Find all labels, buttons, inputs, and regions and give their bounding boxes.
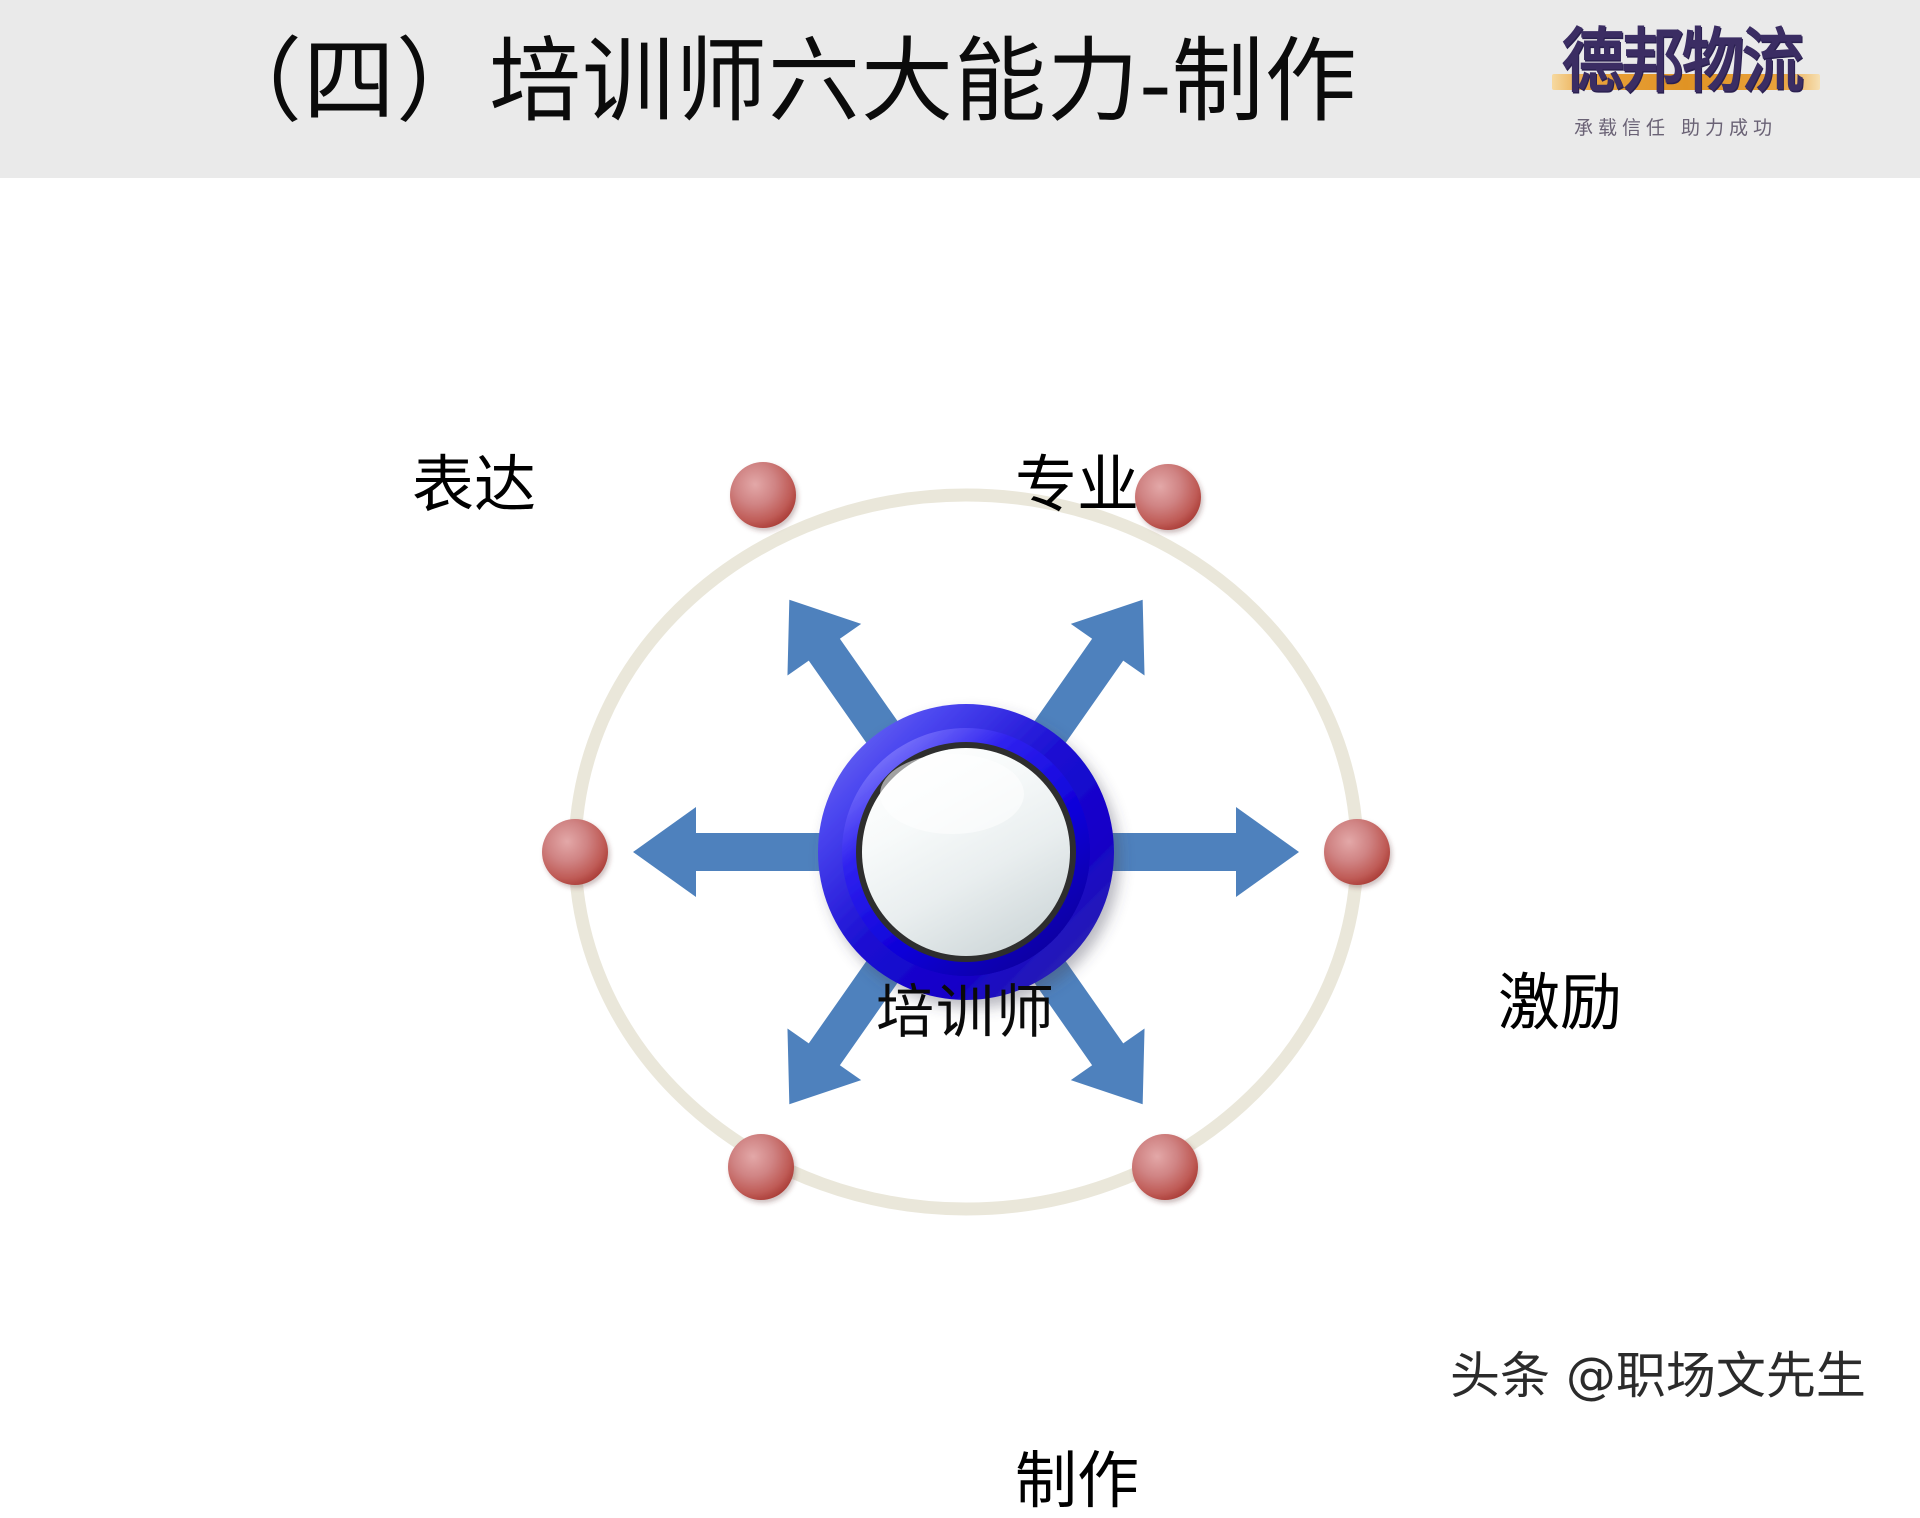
spoke-node-upper-right (1135, 464, 1201, 530)
hub-gloss (880, 754, 1024, 834)
spoke-node-lower-left (728, 1134, 794, 1200)
spoke-arrow-left (633, 807, 848, 897)
spoke-node-group (542, 462, 1390, 1200)
spoke-arrow-lower-left (787, 937, 914, 1105)
spoke-label-lower-right: 制作 (1015, 1448, 1140, 1516)
brand-logo: 德邦物流 承载信任 助力成功 (1552, 12, 1820, 152)
spoke-node-upper-left (730, 462, 796, 528)
spoke-arrow-lower-right (1018, 937, 1145, 1105)
radial-diagram: 培训师 表达 专业 激励 制作 (0, 178, 1920, 1516)
spoke-label-upper-left: 表达 (412, 452, 537, 520)
spoke-node-lower-right (1132, 1134, 1198, 1200)
page-title: （四）培训师六大能力-制作 (210, 31, 1358, 133)
logo-tagline: 承载信任 助力成功 (1574, 117, 1778, 139)
spoke-label-right: 激励 (1498, 970, 1623, 1038)
spoke-arrow-group (633, 599, 1299, 1105)
spoke-arrow-upper-right (1018, 599, 1145, 767)
watermark-text: 头条 @职场文先生 (1450, 1347, 1866, 1405)
logo-wordmark: 德邦物流 (1562, 20, 1804, 103)
diagram-canvas (542, 462, 1390, 1216)
spoke-label-upper-right: 专业 (1015, 452, 1140, 520)
spoke-arrow-right (1084, 807, 1299, 897)
logo-accent-bar (1552, 74, 1820, 90)
spoke-node-right (1324, 819, 1390, 885)
hub-graphic (818, 704, 1114, 1000)
hub-label: 培训师 (875, 980, 1056, 1045)
spoke-arrow-upper-left (787, 599, 914, 767)
spoke-node-left (542, 819, 608, 885)
